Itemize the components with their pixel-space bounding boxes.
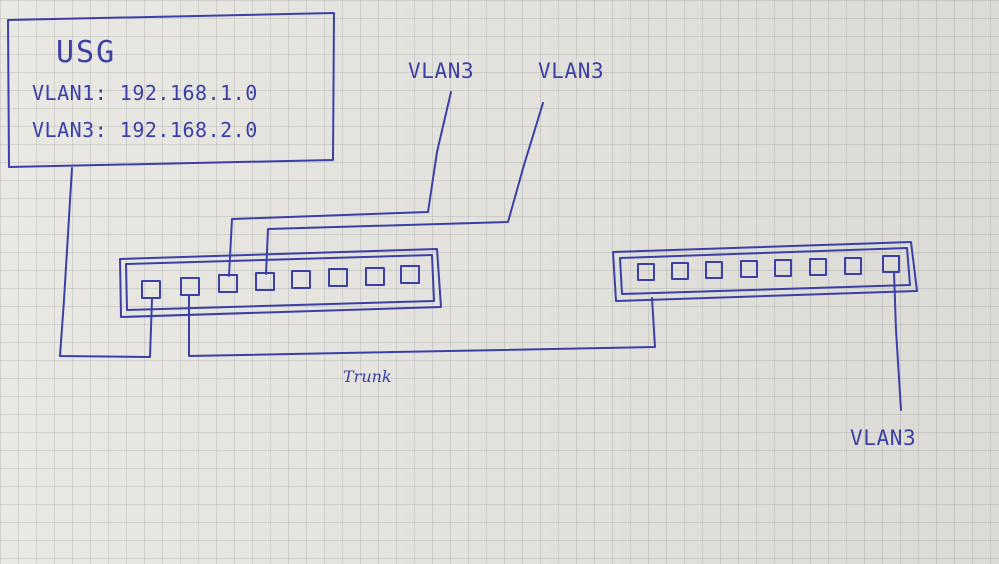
vlan3-cable-top-left: [228, 91, 452, 277]
usg-vlan3-subnet: VLAN3: 192.168.2.0: [32, 118, 258, 142]
switch-left-port: [400, 265, 420, 284]
usg-title: USG: [56, 35, 116, 70]
switch-right-ports: [637, 255, 900, 281]
vlan3-label-top-left: VLAN3: [408, 59, 474, 83]
switch-right-port: [774, 259, 792, 277]
switch-right-outer: [612, 241, 918, 302]
switch-right-port: [671, 262, 689, 280]
switch-left-inner: [125, 254, 435, 311]
switch-right-port: [882, 255, 900, 273]
trunk-label: Trunk: [343, 367, 392, 386]
switch-left-outer: [119, 248, 442, 318]
switch-right-port: [705, 261, 723, 279]
switch-left-port: [141, 280, 161, 299]
switch-left-port: [255, 272, 275, 291]
switch-right-port: [740, 260, 758, 278]
switch-left-port: [180, 277, 200, 296]
switch-left-port: [328, 268, 348, 287]
switch-left-ports: [141, 265, 420, 299]
switch-right-port: [809, 258, 827, 276]
switch-right-port: [637, 263, 655, 281]
switch-left-port: [365, 267, 385, 286]
switch-left-port: [291, 270, 311, 289]
usg-vlan1-subnet: VLAN1: 192.168.1.0: [32, 81, 258, 105]
vlan3-label-top-right: VLAN3: [538, 59, 604, 83]
switch-left-port: [218, 274, 238, 293]
trunk-cable: [188, 295, 656, 357]
usg-uplink-cable: [59, 167, 153, 358]
switch-right-inner: [619, 247, 911, 295]
vlan3-cable-right: [893, 271, 902, 411]
vlan3-cable-top-right: [265, 102, 544, 275]
vlan3-label-right: VLAN3: [850, 426, 916, 450]
switch-right-port: [844, 257, 862, 275]
usg-box: [7, 12, 335, 168]
